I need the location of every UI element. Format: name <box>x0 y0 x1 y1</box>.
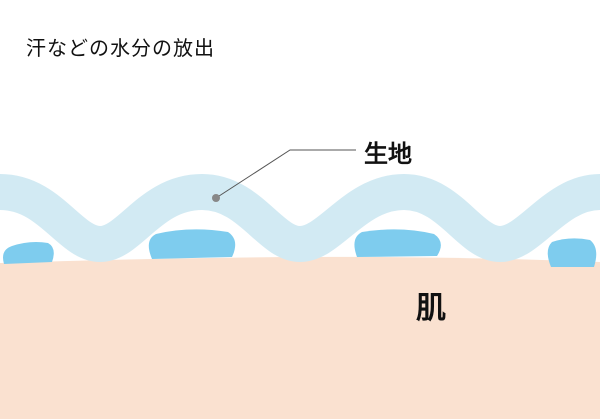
fabric-wave <box>0 173 600 263</box>
leader-line <box>215 149 356 199</box>
moisture-droplet <box>148 229 236 259</box>
skin-label: 肌 <box>416 291 446 326</box>
skin-layer <box>0 256 600 419</box>
moisture-droplet <box>354 229 441 257</box>
diagram-title: 汗などの水分の放出 <box>26 36 215 60</box>
fabric-label: 生地 <box>364 140 412 168</box>
moisture-droplet <box>547 238 597 267</box>
leader-dot <box>212 194 220 202</box>
moisture-droplet <box>3 242 54 264</box>
